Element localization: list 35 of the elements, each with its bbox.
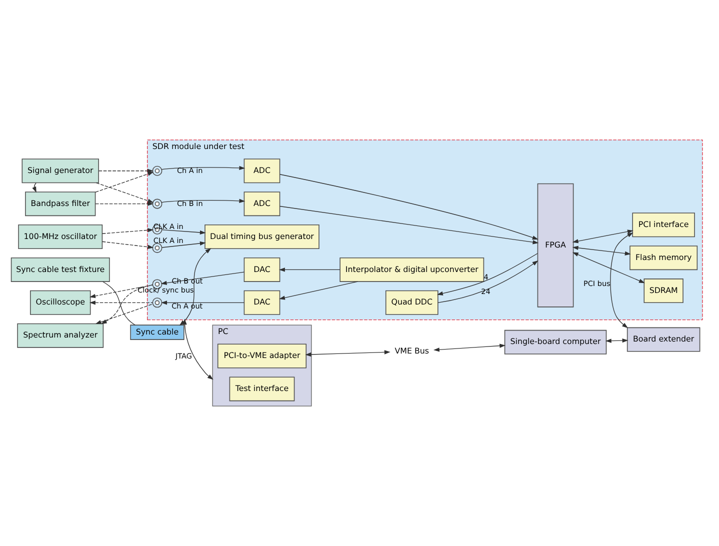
- node-circle: [152, 166, 162, 176]
- arrow: [161, 198, 246, 203]
- arrow: [605, 338, 628, 343]
- arrow: [95, 202, 154, 206]
- arrow: [95, 172, 154, 192]
- arrow: [433, 344, 506, 352]
- arrow: [278, 268, 340, 272]
- node-circle: [152, 198, 162, 209]
- arrow: [280, 174, 538, 240]
- arrow: [98, 168, 154, 173]
- arrow: [161, 166, 246, 170]
- arrow: [280, 206, 539, 244]
- arrow: [436, 253, 538, 296]
- arrow: [305, 350, 390, 357]
- arrow: [438, 260, 538, 304]
- arrow: [89, 300, 153, 305]
- arrow: [161, 300, 244, 305]
- arrow: [102, 241, 154, 249]
- arrow: [100, 284, 153, 324]
- arrow: [572, 230, 634, 244]
- arrow: [162, 241, 206, 248]
- arrow: [102, 228, 154, 234]
- arrow: [610, 232, 634, 328]
- arrow: [162, 229, 206, 235]
- arrow: [32, 182, 36, 193]
- arrow: [95, 304, 153, 324]
- arrow: [279, 281, 358, 300]
- arrow: [90, 284, 153, 298]
- arrow: [572, 246, 631, 256]
- arrow: [572, 252, 645, 284]
- arrow: [160, 272, 244, 286]
- node-circle: [152, 242, 162, 253]
- node-circle: [152, 298, 162, 308]
- arrow: [96, 182, 154, 203]
- connector: [102, 281, 136, 326]
